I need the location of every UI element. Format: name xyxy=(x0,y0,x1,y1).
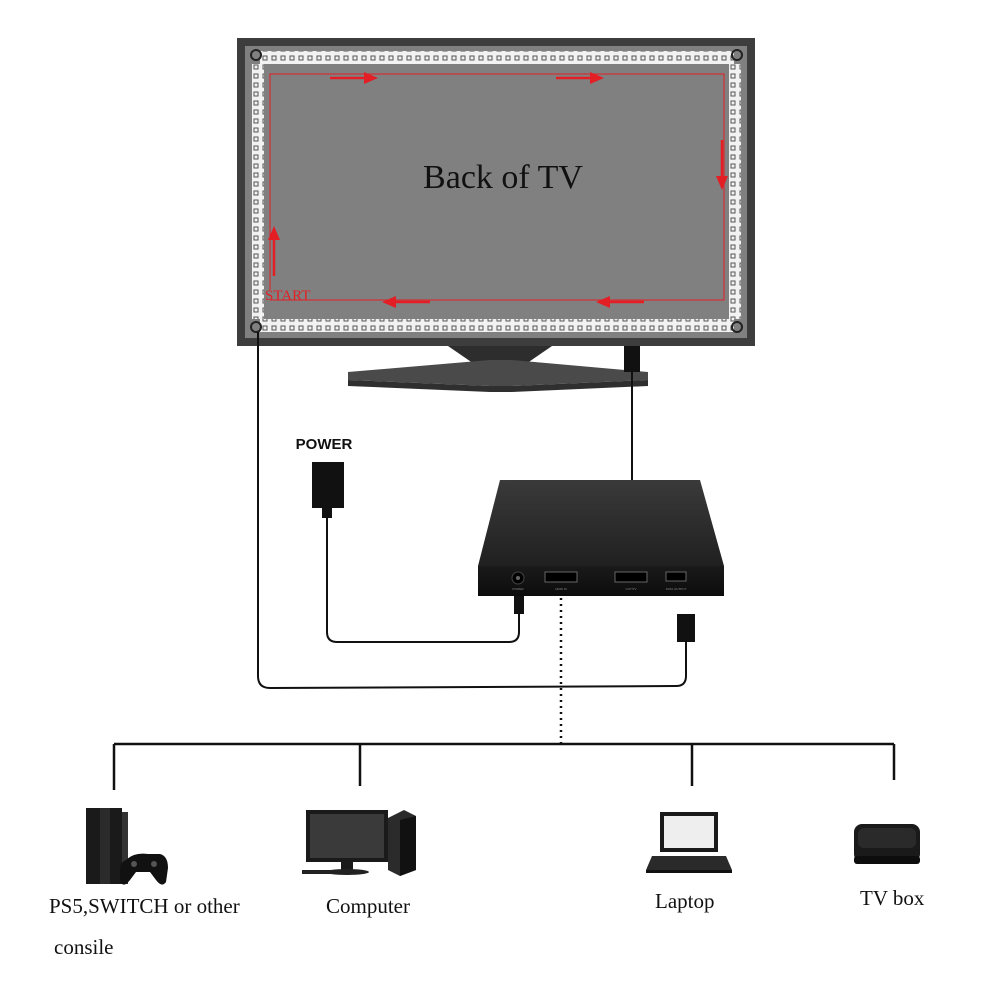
led-data-cable xyxy=(257,332,687,690)
source-console-label-line2: consile xyxy=(54,935,113,959)
power-adapter-icon xyxy=(312,462,344,508)
tv: Back of TV START xyxy=(237,38,755,392)
power-port xyxy=(511,571,525,585)
console-icon xyxy=(86,808,168,885)
source-bus xyxy=(112,742,896,790)
power-cable xyxy=(326,512,520,643)
led-strip xyxy=(250,49,743,333)
arrow-left-icon xyxy=(382,296,430,308)
arrow-right-icon xyxy=(330,72,378,84)
led-direction-path xyxy=(269,73,725,301)
computer-icon xyxy=(302,810,416,876)
sync-box: POWER HDMI IN OUT/TV DATA OUTPUT xyxy=(478,480,724,642)
arrow-right-icon xyxy=(556,72,604,84)
tv-box-icon xyxy=(854,824,920,864)
tv-back-panel xyxy=(245,46,747,338)
data-output-port xyxy=(665,571,687,582)
port-label-out-tv: OUT/TV xyxy=(626,587,637,591)
source-laptop: Laptop xyxy=(646,812,732,913)
arrow-down-icon xyxy=(716,140,728,190)
arrow-left-icon xyxy=(596,296,644,308)
tv-title: Back of TV xyxy=(423,159,583,196)
source-computer-label: Computer xyxy=(326,894,410,918)
hdmi-out-port xyxy=(614,571,648,583)
power-plug xyxy=(514,596,524,614)
source-laptop-label: Laptop xyxy=(655,889,714,913)
port-label-power: POWER xyxy=(512,587,524,591)
tv-hdmi-plug xyxy=(624,346,640,372)
source-tv-box: TV box xyxy=(854,824,925,910)
power-adapter: POWER xyxy=(296,436,353,518)
source-console: PS5,SWITCH or other consile xyxy=(49,808,240,959)
port-label-data-output: DATA OUTPUT xyxy=(666,587,687,591)
arrow-up-icon xyxy=(268,226,280,276)
source-computer: Computer xyxy=(302,810,416,918)
laptop-icon xyxy=(646,812,732,873)
start-label: START xyxy=(265,288,310,304)
data-plug xyxy=(677,614,695,642)
hdmi-in-port xyxy=(544,571,578,583)
sync-box-top xyxy=(478,480,724,566)
power-label: POWER xyxy=(296,436,353,453)
port-label-hdmi-in: HDMI IN xyxy=(555,587,567,591)
source-console-label: PS5,SWITCH or other xyxy=(49,894,240,918)
led-direction-arrows xyxy=(268,72,728,308)
tv-stand xyxy=(348,346,648,392)
source-tv-box-label: TV box xyxy=(860,886,925,910)
